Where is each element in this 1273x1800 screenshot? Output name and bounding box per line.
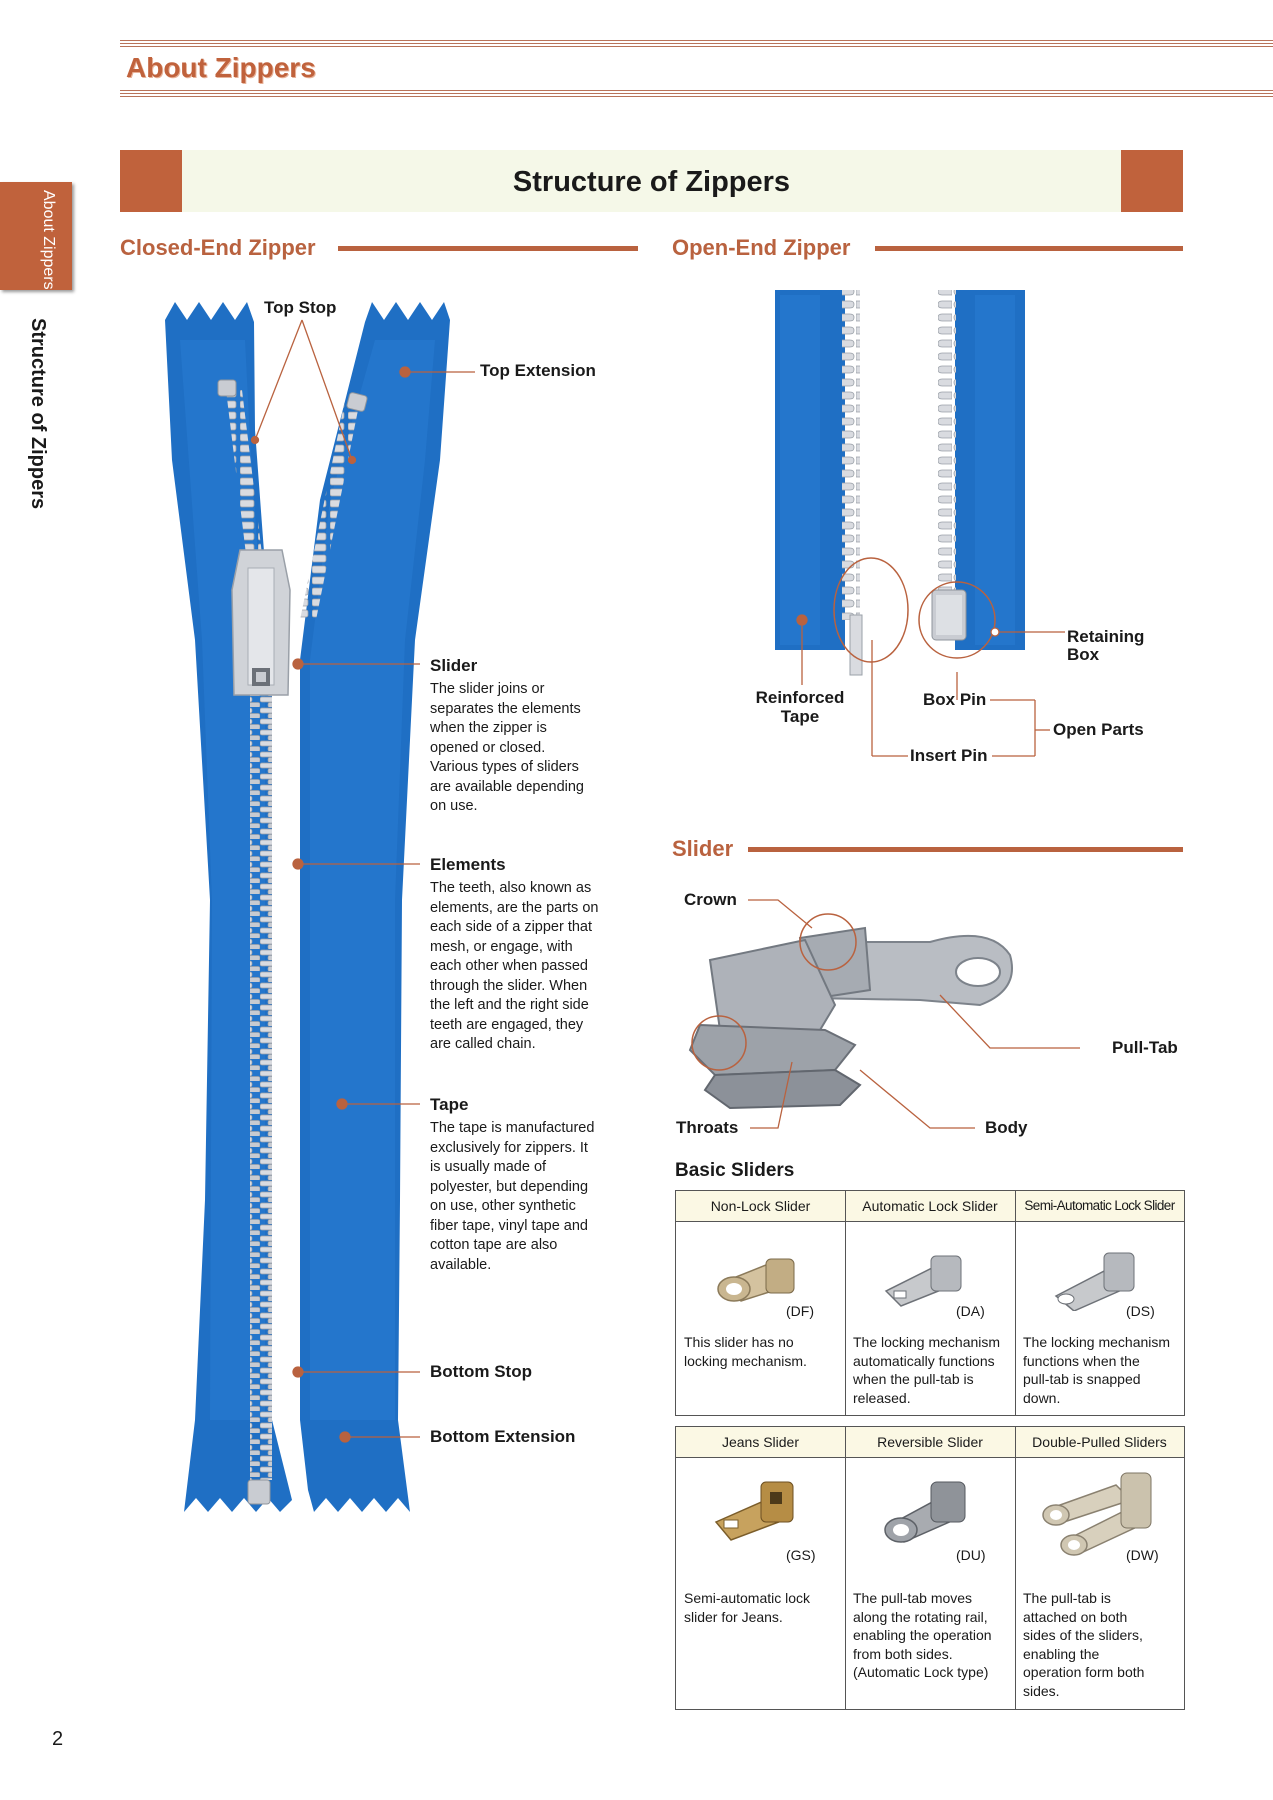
side-tab-label: About Zippers: [40, 190, 57, 290]
header-automatic-lock-slider: Automatic Lock Slider: [862, 1198, 998, 1214]
slider-illustration: [688, 913, 1013, 1110]
basic-sliders-table-2: Jeans Slider Reversible Slider Double-Pu…: [675, 1426, 1185, 1710]
table-header-row: [676, 1191, 1184, 1222]
header-semi-automatic-lock-slider: Semi-Automatic Lock Slider: [1024, 1198, 1175, 1213]
table-header-row: [676, 1427, 1184, 1458]
code-dw: (DW): [1126, 1547, 1159, 1563]
closed-end-rule: [338, 246, 638, 251]
side-title: Structure of Zippers: [27, 318, 49, 510]
slider-image-ds: [1054, 1252, 1135, 1311]
label-box-pin: Box Pin: [923, 690, 987, 709]
slider-section-rule: [748, 847, 1183, 852]
label-insert-pin: Insert Pin: [910, 746, 988, 765]
slider-section-title: Slider: [672, 836, 734, 861]
banner-title: Structure of Zippers: [512, 166, 791, 198]
label-bottom-extension: Bottom Extension: [430, 1427, 576, 1446]
basic-sliders-title: Basic Sliders: [675, 1160, 795, 1181]
open-end-title: Open-End Zipper: [672, 235, 851, 260]
code-da: (DA): [956, 1303, 985, 1319]
label-elements: Elements: [430, 855, 506, 874]
label-throats: Throats: [676, 1118, 739, 1137]
slider-image-du: [884, 1481, 966, 1543]
header-double-pulled-sliders: Double-Pulled Sliders: [1032, 1434, 1167, 1450]
open-end-rule: [875, 246, 1183, 251]
slider-image-dw: [1042, 1472, 1152, 1556]
code-ds: (DS): [1126, 1303, 1155, 1319]
header-jeans-slider: Jeans Slider: [721, 1434, 800, 1450]
open-end-leader-lines: [796, 614, 1065, 757]
header-reversible-slider: Reversible Slider: [877, 1434, 983, 1450]
closed-end-leader-lines: [250, 319, 475, 1443]
label-bottom-stop: Bottom Stop: [430, 1362, 532, 1381]
label-crown: Crown: [684, 890, 737, 909]
slider-image-df: [717, 1258, 795, 1302]
basic-sliders-table-1: Non-Lock Slider Automatic Lock Slider Se…: [675, 1190, 1185, 1416]
open-end-zipper-illustration: [775, 290, 1025, 676]
header-rule-top: [120, 40, 1273, 50]
page-number: 2: [52, 1728, 64, 1750]
label-tape: Tape: [430, 1095, 469, 1114]
code-gs: (GS): [786, 1547, 816, 1563]
label-pull-tab: Pull-Tab: [1112, 1038, 1178, 1057]
label-top-extension: Top Extension: [480, 361, 596, 380]
label-open-parts: Open Parts: [1053, 720, 1144, 739]
closed-end-title: Closed-End Zipper: [120, 235, 316, 260]
closed-end-zipper-illustration: [165, 302, 450, 1512]
page-header-title: About Zippers: [126, 52, 316, 83]
header-non-lock-slider: Non-Lock Slider: [710, 1198, 811, 1214]
section-banner: Structure of Zippers: [120, 150, 1183, 212]
header-rule-bottom: [120, 90, 1273, 100]
label-top-stop: Top Stop: [264, 298, 337, 317]
slider-image-da: [884, 1255, 962, 1307]
code-df: (DF): [786, 1303, 814, 1319]
slider-leader-lines: [748, 899, 1080, 1129]
label-body: Body: [985, 1118, 1028, 1137]
slider-image-gs: [714, 1481, 794, 1541]
code-du: (DU): [956, 1547, 986, 1563]
side-tab-about-zippers[interactable]: About Zippers: [0, 182, 72, 290]
label-slider: Slider: [430, 656, 478, 675]
